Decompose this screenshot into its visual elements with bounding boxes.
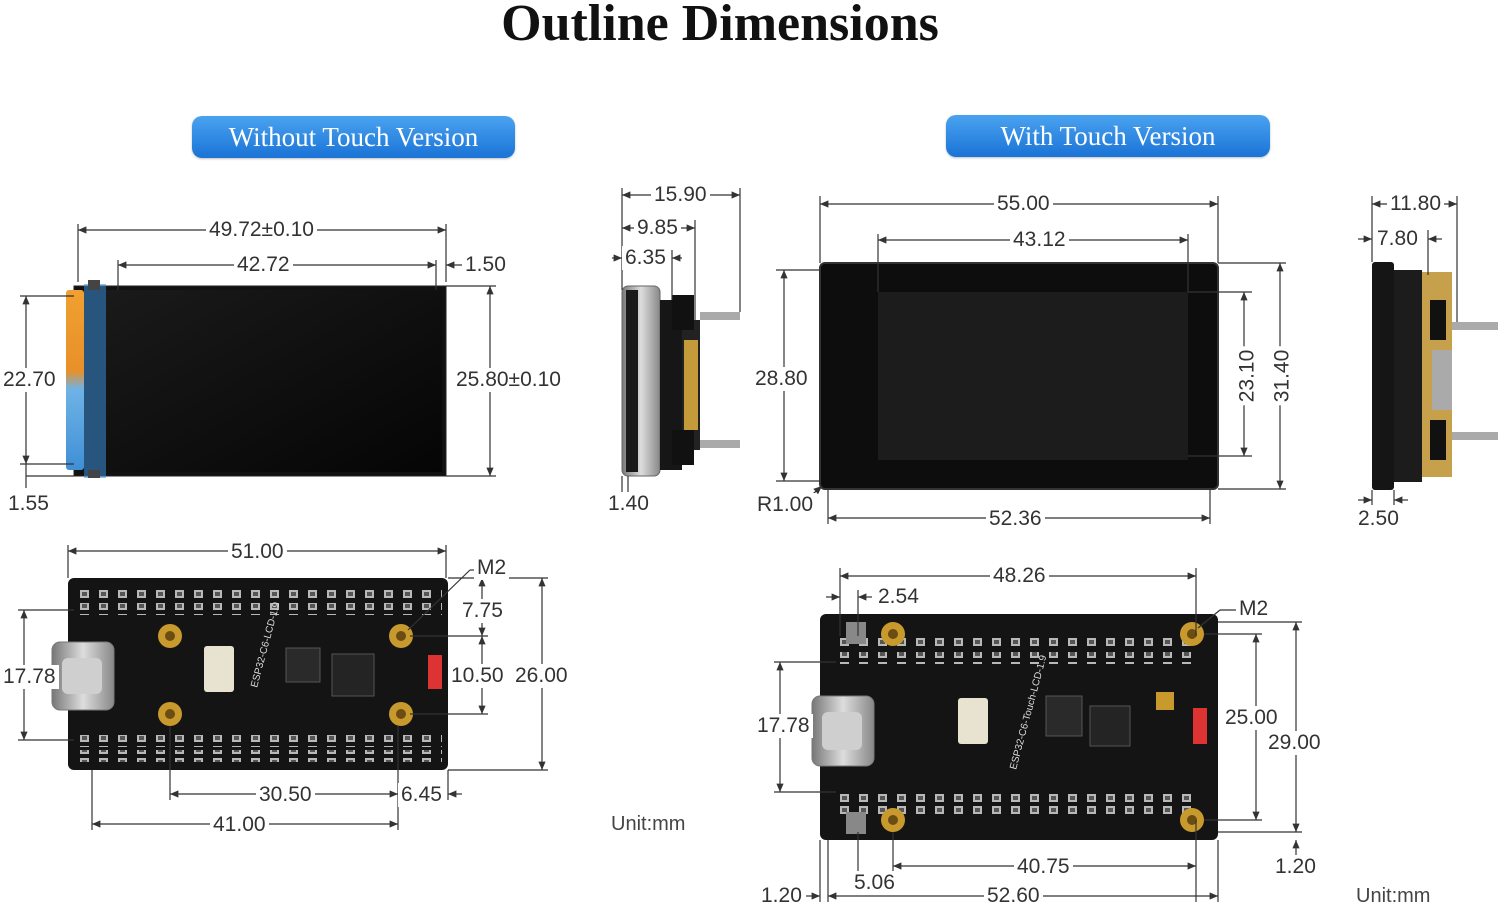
dim-pcb1-width: 51.00 [228, 540, 287, 564]
dim-pcb1-usb: 17.78 [0, 665, 59, 689]
lcd-front-view-touch [819, 262, 1219, 490]
dim-nt-offset-right: 1.50 [462, 253, 509, 277]
dim-pcb2-width: 52.60 [984, 884, 1043, 908]
dim-pcb1-hole-spacing: 10.50 [448, 664, 507, 688]
dim-t-side-front: 7.80 [1374, 227, 1421, 251]
dim-t-side-top: 11.80 [1387, 192, 1444, 216]
dim-t-height-left: 28.80 [752, 367, 811, 391]
lcd-side-view-no-touch [621, 285, 740, 477]
dim-pcb2-offset-right: 1.20 [1272, 855, 1319, 879]
dim-pcb2-pin-span-top: 48.26 [990, 564, 1049, 588]
dim-pcb1-height: 26.00 [512, 664, 571, 688]
dim-side-front: 6.35 [622, 246, 669, 270]
dim-nt-height-right: 25.80±0.10 [453, 368, 564, 392]
dim-t-screen-width: 43.12 [1010, 228, 1069, 252]
dim-pcb1-hole-x: 30.50 [256, 783, 315, 807]
dim-pcb1-hole: M2 [474, 556, 510, 580]
dim-pcb2-hole: M2 [1236, 597, 1272, 621]
lcd-side-view-touch [1372, 262, 1498, 490]
dim-pcb2-hole-spacing: 25.00 [1222, 706, 1281, 730]
dim-pcb1-right: 6.45 [398, 783, 445, 807]
dim-pcb2-height: 29.00 [1265, 731, 1324, 755]
dim-nt-height-left: 22.70 [0, 368, 59, 392]
dim-nt-screen-width: 42.72 [234, 253, 293, 277]
dim-side-total: 15.90 [651, 183, 710, 207]
dim-t-total-width: 55.00 [994, 192, 1053, 216]
dim-pcb2-offset-left: 1.20 [758, 884, 805, 908]
dim-t-radius: R1.00 [754, 493, 817, 517]
dim-nt-total-width: 49.72±0.10 [206, 218, 317, 242]
pcb-back-view-touch: ESP32-C6-Touch-LCD-1.9 [811, 614, 1218, 840]
pcb-back-view-no-touch: ESP32-C6-LCD-1.9 [51, 578, 448, 770]
dim-pcb2-usb: 17.78 [754, 714, 813, 738]
page-title: Outline Dimensions [501, 0, 939, 52]
lcd-front-view-no-touch [66, 280, 447, 478]
dim-nt-offset-bottom: 1.55 [5, 492, 52, 516]
dim-pcb1-pin-span: 41.00 [210, 813, 269, 837]
unit-label-right: Unit:mm [1356, 885, 1431, 907]
dim-t-side-bottom: 2.50 [1355, 507, 1402, 531]
dim-t-screen-height: 23.10 [1235, 346, 1260, 406]
dim-pcb1-hole-top: 7.75 [459, 599, 506, 623]
dim-pcb2-pitch: 2.54 [875, 585, 922, 609]
unit-label-left: Unit:mm [611, 813, 686, 835]
dim-side-bottom: 1.40 [605, 492, 652, 516]
without-touch-version-badge: Without Touch Version [192, 116, 515, 158]
dim-t-bottom-width: 52.36 [986, 507, 1045, 531]
dim-pcb2-pin-span-bottom: 40.75 [1014, 855, 1073, 879]
with-touch-version-badge: With Touch Version [946, 115, 1270, 157]
dim-side-mid: 9.85 [634, 216, 681, 240]
dim-pcb2-offset-x: 5.06 [851, 871, 898, 895]
dim-t-height-right: 31.40 [1270, 346, 1295, 406]
